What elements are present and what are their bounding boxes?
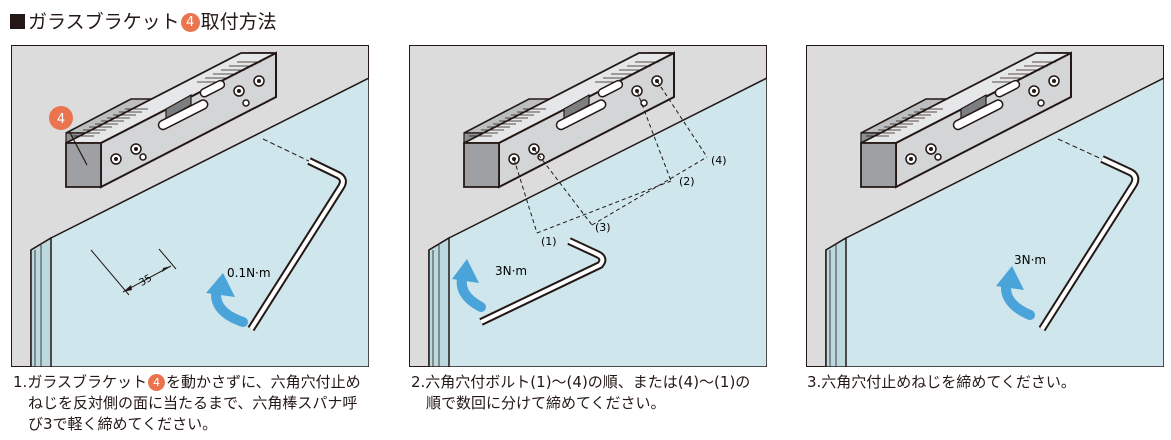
bolt-order-label-4: (4) xyxy=(711,154,727,167)
part-badge: 4 xyxy=(57,112,65,127)
part-badge-circle xyxy=(49,106,73,130)
torque-label: 3N·m xyxy=(1014,253,1046,267)
step-3-caption: 3.六角穴付止めねじを締めてください。 xyxy=(807,373,1076,391)
step-2-caption: 2.六角穴付ボルト(1)～(4)の順、または(4)～(1)の 順で数回に分けて締… xyxy=(411,373,751,412)
part-number-badge: 4 xyxy=(148,374,166,391)
torque-label: 3N·m xyxy=(495,264,527,278)
step-3-panel: 3N·m xyxy=(806,45,1164,367)
part-number-badge: 4 xyxy=(180,13,200,32)
step-2-panel: (1) (2) (3) (4) 3N·m xyxy=(409,45,767,367)
bolt-order-label-3: (3) xyxy=(595,221,611,234)
step-1-panel: 4 35 0.1N·m xyxy=(11,45,369,367)
bolt-order-label-2: (2) xyxy=(679,175,695,188)
bolt-order-label-1: (1) xyxy=(541,235,557,248)
square-bullet-icon xyxy=(10,14,25,29)
torque-label: 0.1N·m xyxy=(227,266,271,280)
